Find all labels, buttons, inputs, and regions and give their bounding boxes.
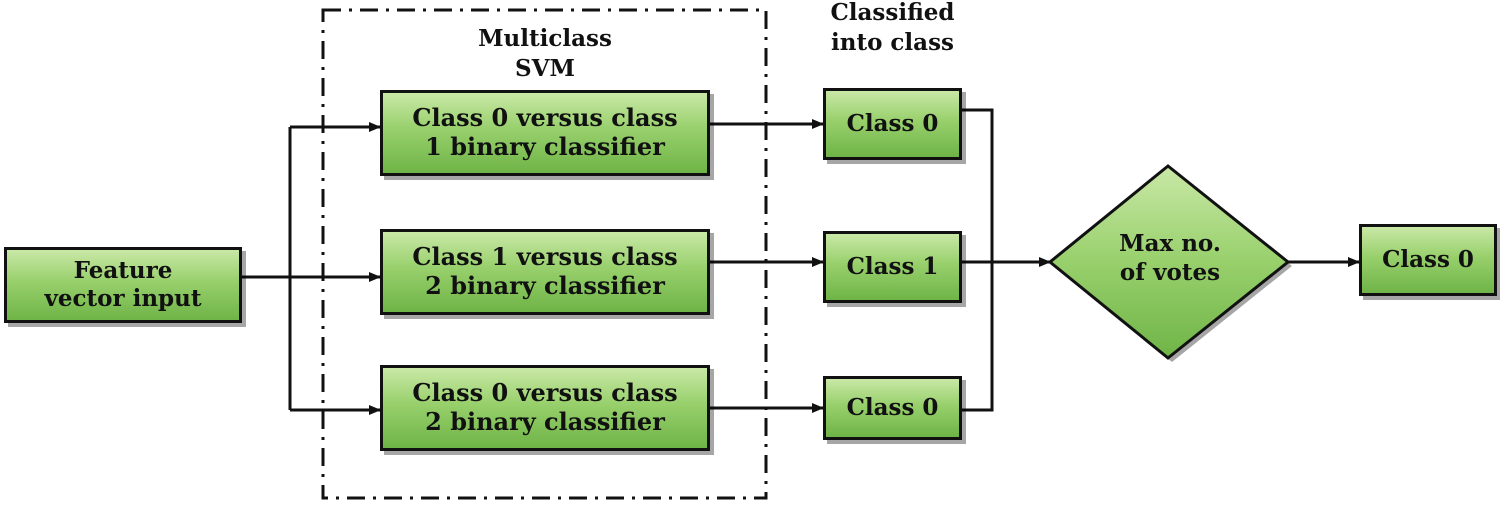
result-2-label: Class 1: [846, 253, 939, 281]
vote-line2: of votes: [1119, 258, 1221, 286]
vote-line1: Max no.: [1119, 230, 1221, 257]
classifier-3-line1: Class 0 versus class: [412, 378, 678, 408]
input-line1: Feature: [73, 257, 173, 285]
classifier-box-2: Class 1 versus class 2 binary classifier: [380, 229, 710, 315]
column-heading-line1: Classified: [830, 0, 955, 26]
output-class-box: Class 0: [1359, 224, 1497, 296]
result-3-label: Class 0: [846, 394, 939, 422]
group-title: Multiclass SVM: [445, 24, 645, 84]
result-box-2: Class 1: [823, 231, 962, 303]
result-box-3: Class 0: [823, 376, 962, 440]
input-line2: vector input: [44, 285, 202, 312]
classifier-box-1: Class 0 versus class 1 binary classifier: [380, 90, 710, 176]
feature-vector-input-box: Feature vector input: [4, 247, 242, 323]
vote-diamond-label: Max no. of votes: [1090, 230, 1250, 288]
column-heading-line2: into class: [831, 28, 954, 56]
result-3-connector: [962, 262, 994, 412]
output-label: Class 0: [1382, 246, 1474, 274]
group-title-line1: Multiclass: [478, 25, 612, 52]
classifier-1-line1: Class 0 versus class: [412, 103, 678, 133]
vote-diamond: [1047, 164, 1291, 360]
classifier-box-3: Class 0 versus class 2 binary classifier: [380, 365, 710, 451]
result-1-connector: [962, 108, 994, 262]
classifier-2-line1: Class 1 versus class: [412, 242, 678, 272]
classifier-1-line2: 1 binary classifier: [425, 132, 665, 161]
result-box-1: Class 0: [823, 88, 962, 160]
group-title-line2: SVM: [515, 54, 575, 82]
column-heading: Classified into class: [800, 0, 985, 58]
result-1-label: Class 0: [846, 110, 939, 138]
classifier-3-line2: 2 binary classifier: [425, 407, 665, 436]
classifier-2-line2: 2 binary classifier: [425, 271, 665, 300]
multiclass-svm-group-border: [321, 8, 768, 500]
